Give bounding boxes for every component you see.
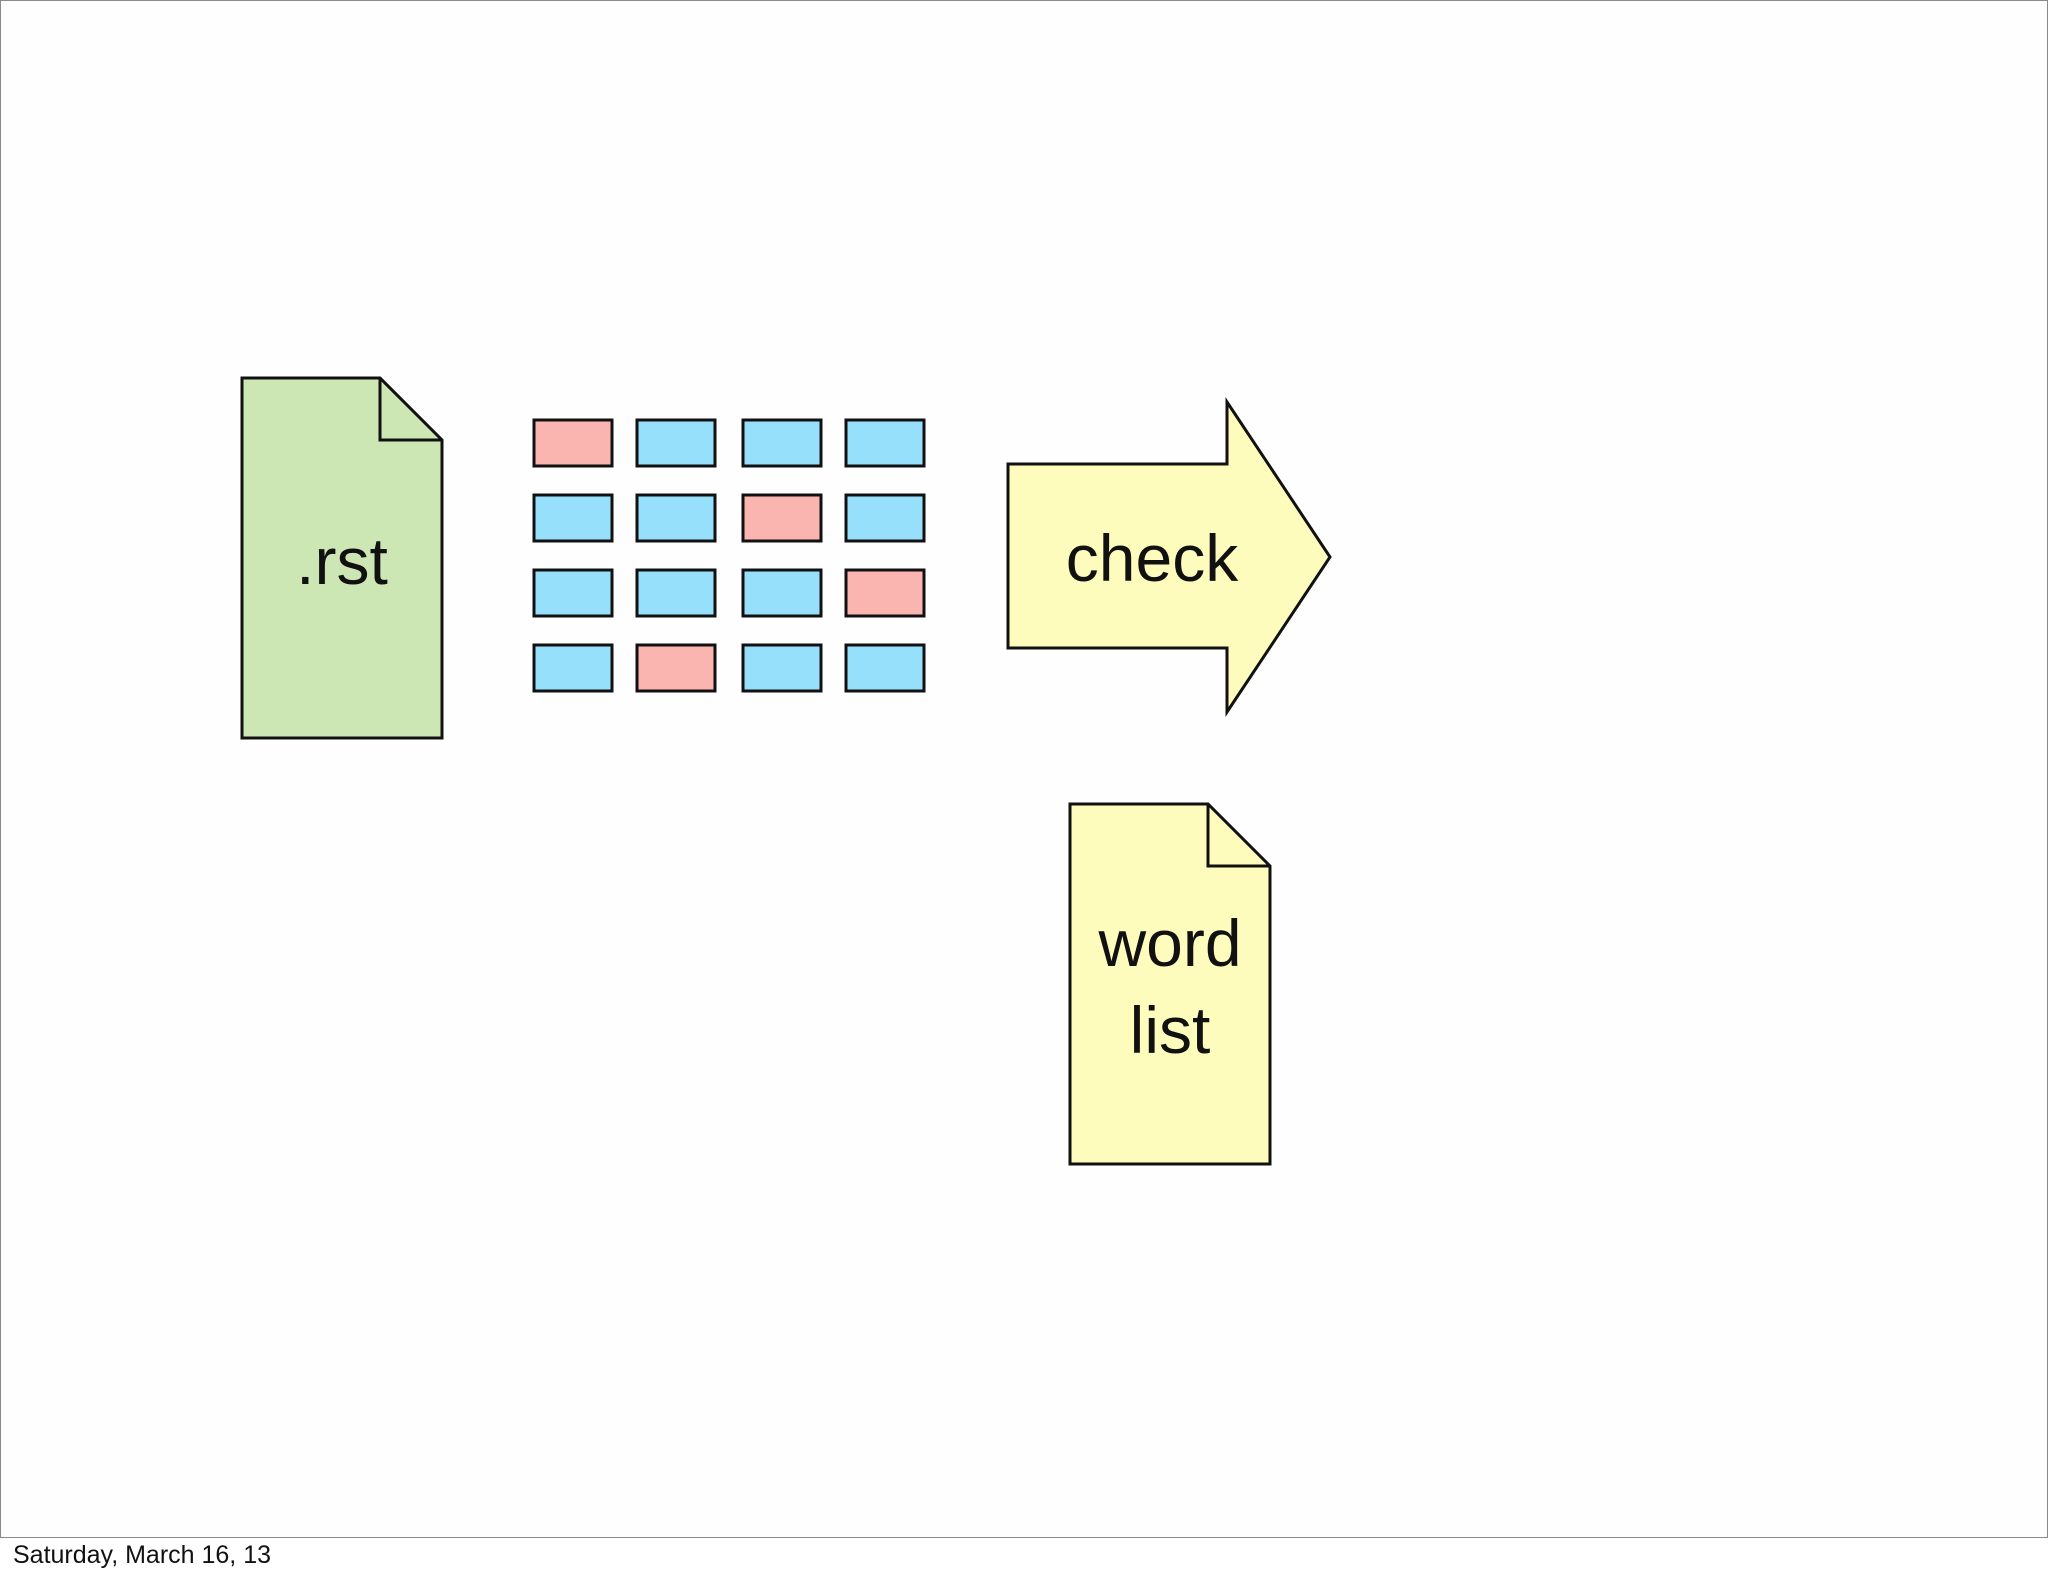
output-document-icon <box>1068 802 1272 1166</box>
source-document: .rst <box>240 376 444 740</box>
token-cell-ok <box>741 418 823 468</box>
token-cell-ok <box>635 418 717 468</box>
token-cell-ok <box>532 643 614 693</box>
check-label: check <box>1066 521 1239 595</box>
token-cell-ok <box>635 568 717 618</box>
output-document-fold <box>1206 804 1270 868</box>
token-cell-ok <box>844 418 926 468</box>
source-document-label: .rst <box>296 524 388 598</box>
token-cell-error <box>844 568 926 618</box>
check-process: check <box>1006 397 1332 717</box>
token-grid <box>532 418 926 693</box>
token-cell-error <box>532 418 614 468</box>
output-document-label-line1: word <box>1097 906 1241 980</box>
source-document-fold <box>378 378 442 442</box>
token-cell-ok <box>532 493 614 543</box>
diagram-canvas: .rst check word list <box>240 376 1332 1166</box>
token-cell-ok <box>532 568 614 618</box>
token-cell-ok <box>635 493 717 543</box>
output-document-label-line2: list <box>1130 993 1211 1067</box>
slide-date-footer: Saturday, March 16, 13 <box>13 1541 272 1569</box>
token-cell-error <box>635 643 717 693</box>
slide-frame <box>0 0 2048 1538</box>
token-cell-error <box>741 493 823 543</box>
token-cell-ok <box>741 643 823 693</box>
token-cell-ok <box>741 568 823 618</box>
source-document-icon <box>240 376 444 740</box>
check-arrow-icon <box>1006 397 1332 717</box>
token-cell-ok <box>844 643 926 693</box>
token-cell-ok <box>844 493 926 543</box>
output-document: word list <box>1068 802 1272 1166</box>
